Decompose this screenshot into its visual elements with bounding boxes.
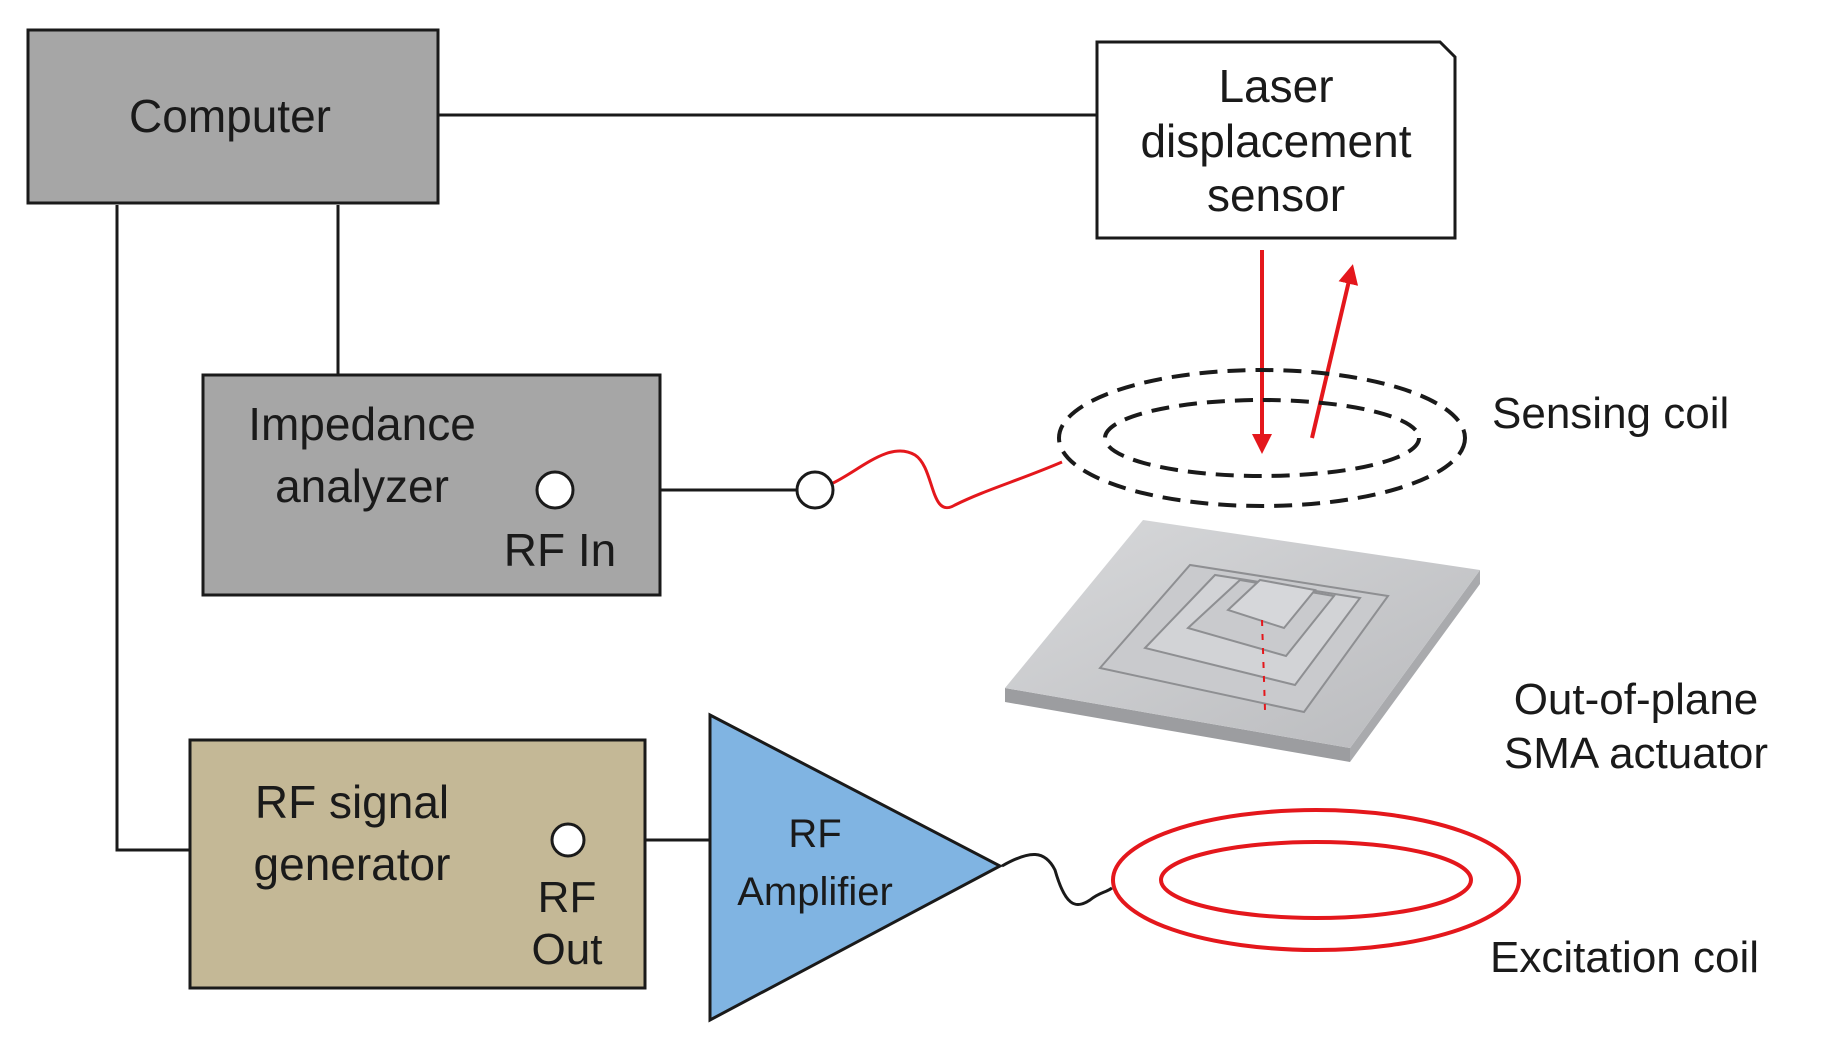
rf-in-port <box>535 470 575 510</box>
computer-box <box>26 28 440 205</box>
rf-in-label: RF In <box>504 524 616 576</box>
actuator-plate-side-right <box>1350 570 1480 762</box>
actuator-label-line1: Out-of-plane <box>1514 675 1759 724</box>
computer-rfgen-wire <box>115 205 190 852</box>
actuator-wire <box>1261 619 1266 711</box>
sensing-coil-lead <box>832 449 1063 510</box>
laser-label-line1: Laser <box>1218 60 1333 112</box>
laser-sensor-box <box>1095 40 1457 240</box>
cable-connector <box>795 470 835 510</box>
rf-out-label-line2: Out <box>532 925 603 974</box>
amplifier-label-line1: RF <box>788 812 841 856</box>
laser-label-line3: sensor <box>1207 169 1345 221</box>
laser-beams <box>1252 250 1359 454</box>
rf-amplifier-triangle <box>708 712 1004 1023</box>
sensing-coil: Sensing coil <box>1057 368 1729 508</box>
rf-gen-label-line2: generator <box>254 838 451 890</box>
sensing-coil-label: Sensing coil <box>1492 389 1729 438</box>
sensing-coil-outer <box>1057 368 1467 508</box>
rf-out-port <box>550 822 586 858</box>
actuator-step-4 <box>1226 578 1317 630</box>
rf-amplifier-block: RF Amplifier <box>708 712 1004 1023</box>
actuator-plate-side-left <box>1005 688 1350 762</box>
computer-label: Computer <box>129 90 331 142</box>
excitation-coil: Excitation coil <box>1111 808 1759 982</box>
impedance-analyzer-block: Impedance analyzer RF In <box>201 373 835 597</box>
reflected-beam <box>1310 264 1359 439</box>
rf-signal-generator-box <box>188 738 647 990</box>
rf-signal-generator-block: RF signal generator RF Out <box>188 738 647 990</box>
excitation-coil-inner <box>1159 840 1473 920</box>
excitation-coil-label: Excitation coil <box>1490 933 1759 982</box>
laser-sensor-block: Laser displacement sensor <box>1095 40 1457 240</box>
excitation-coil-lead <box>1001 853 1113 906</box>
impedance-analyzer-box <box>201 373 662 597</box>
rf-out-label-line1: RF <box>538 873 597 922</box>
rf-gen-label-line1: RF signal <box>255 776 449 828</box>
amplifier-label-line2: Amplifier <box>737 870 893 914</box>
laser-label-line2: displacement <box>1140 115 1411 167</box>
sma-actuator: Out-of-plane SMA actuator <box>1005 520 1768 778</box>
impedance-label-line1: Impedance <box>248 398 476 450</box>
excitation-coil-outer <box>1111 808 1521 952</box>
actuator-label-line2: SMA actuator <box>1504 729 1768 778</box>
impedance-label-line2: analyzer <box>275 460 449 512</box>
sensing-coil-inner <box>1103 398 1421 478</box>
computer-block: Computer <box>26 28 440 205</box>
